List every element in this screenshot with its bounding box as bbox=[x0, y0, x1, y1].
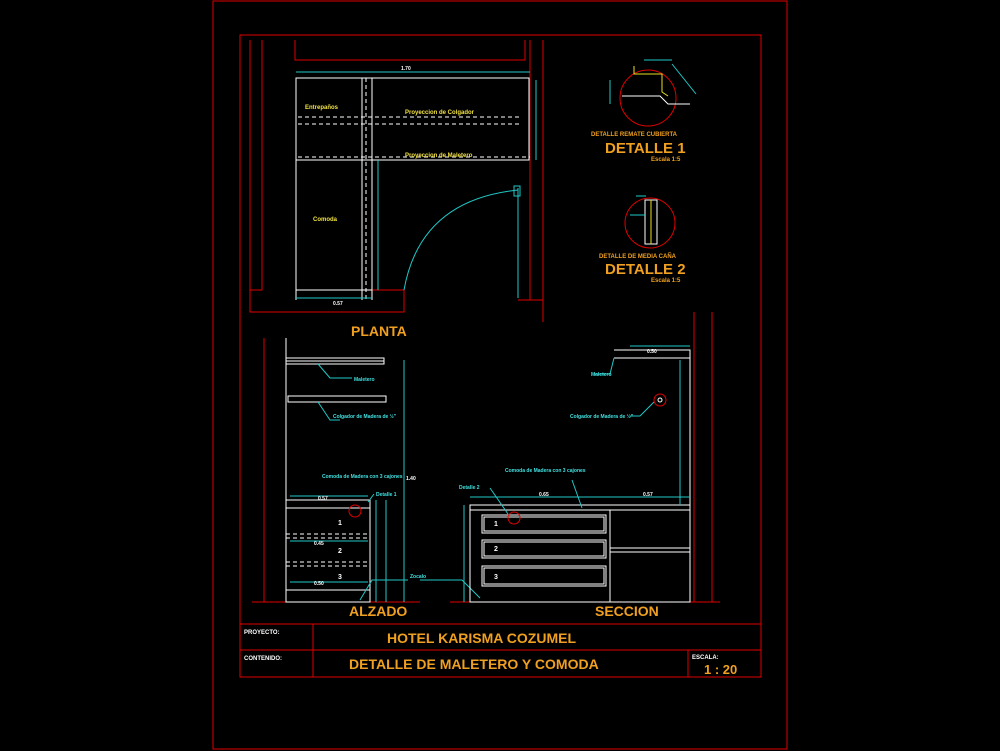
scale-value: 1 : 20 bbox=[704, 662, 737, 677]
plan-label-hanger-projection: Proyeccion de Colgador bbox=[405, 110, 475, 116]
detail-1-title: DETALLE 1 bbox=[605, 140, 686, 157]
section-drawer-1: 1 bbox=[494, 521, 498, 528]
elevation-view: Maletero Colgador de Madera de ½" Comoda… bbox=[252, 338, 481, 619]
elevation-dim-height: 1.40 bbox=[406, 476, 416, 482]
detail-2: DETALLE DE MEDIA CAÑA DETALLE 2 Escala 1… bbox=[599, 195, 686, 284]
detail-1-subtitle: DETALLE REMATE CUBIERTA bbox=[591, 132, 678, 138]
elevation-dim-top: 0.57 bbox=[318, 496, 328, 502]
elevation-label-hanger: Colgador de Madera de ½" bbox=[333, 413, 397, 420]
elevation-dim-bottom: 0.50 bbox=[314, 581, 324, 587]
section-dim-top: 0.50 bbox=[647, 349, 657, 355]
plan-view-title: PLANTA bbox=[351, 323, 407, 339]
detail-1-scale: Escala 1:5 bbox=[651, 157, 681, 163]
content-name: DETALLE DE MALETERO Y COMODA bbox=[349, 656, 599, 672]
elevation-label-dresser: Comoda de Madera con 3 cajones bbox=[322, 474, 403, 480]
elevation-label-detail-ref: Detalle 1 bbox=[376, 492, 397, 498]
project-label: PROYECTO: bbox=[244, 630, 280, 636]
section-drawer-2: 2 bbox=[494, 546, 498, 553]
sheet-border bbox=[212, 0, 788, 750]
plan-dim-width: 1.70 bbox=[401, 66, 411, 72]
title-block: PROYECTO: HOTEL KARISMA COZUMEL CONTENID… bbox=[240, 623, 761, 677]
section-label-luggage: Maletero bbox=[591, 372, 612, 378]
elevation-dim-mid: 0.45 bbox=[314, 541, 324, 547]
section-drawer-3: 3 bbox=[494, 574, 498, 581]
plan-label-luggage-projection: Proyeccion de Maletero bbox=[405, 153, 473, 159]
section-label-dresser: Comoda de Madera con 3 cajones bbox=[505, 468, 586, 474]
elevation-drawer-1: 1 bbox=[338, 520, 342, 527]
section-label-detail-ref: Detalle 2 bbox=[459, 485, 480, 491]
elevation-label-plinth: Zocalo bbox=[410, 574, 426, 580]
detail-2-subtitle: DETALLE DE MEDIA CAÑA bbox=[599, 253, 677, 260]
elevation-drawer-2: 2 bbox=[338, 548, 342, 555]
plan-dim-dresser: 0.57 bbox=[333, 301, 343, 307]
plan-view: 1.70 0.57 Entrepaños Proyeccion de Colga… bbox=[249, 40, 544, 339]
section-view-title: SECCION bbox=[595, 603, 659, 619]
section-dim-left: 0.65 bbox=[539, 492, 549, 498]
section-label-hanger: Colgador de Madera de ½" bbox=[570, 413, 634, 420]
content-label: CONTENIDO: bbox=[244, 656, 282, 662]
section-dim-right: 0.57 bbox=[643, 492, 653, 498]
elevation-view-title: ALZADO bbox=[349, 603, 407, 619]
scale-label: ESCALA: bbox=[692, 655, 719, 661]
drawing-frame bbox=[239, 34, 762, 678]
detail-2-scale: Escala 1:5 bbox=[651, 278, 681, 284]
plan-label-shelves: Entrepaños bbox=[305, 105, 339, 111]
elevation-drawer-3: 3 bbox=[338, 574, 342, 581]
detail-1: DETALLE REMATE CUBIERTA DETALLE 1 Escala… bbox=[591, 59, 697, 163]
elevation-label-luggage: Maletero bbox=[354, 377, 375, 383]
plan-label-dresser: Comoda bbox=[313, 217, 338, 223]
detail-2-title: DETALLE 2 bbox=[605, 261, 686, 278]
section-view: Maletero Colgador de Madera de ½" Comoda… bbox=[450, 312, 720, 619]
project-name: HOTEL KARISMA COZUMEL bbox=[387, 630, 576, 646]
